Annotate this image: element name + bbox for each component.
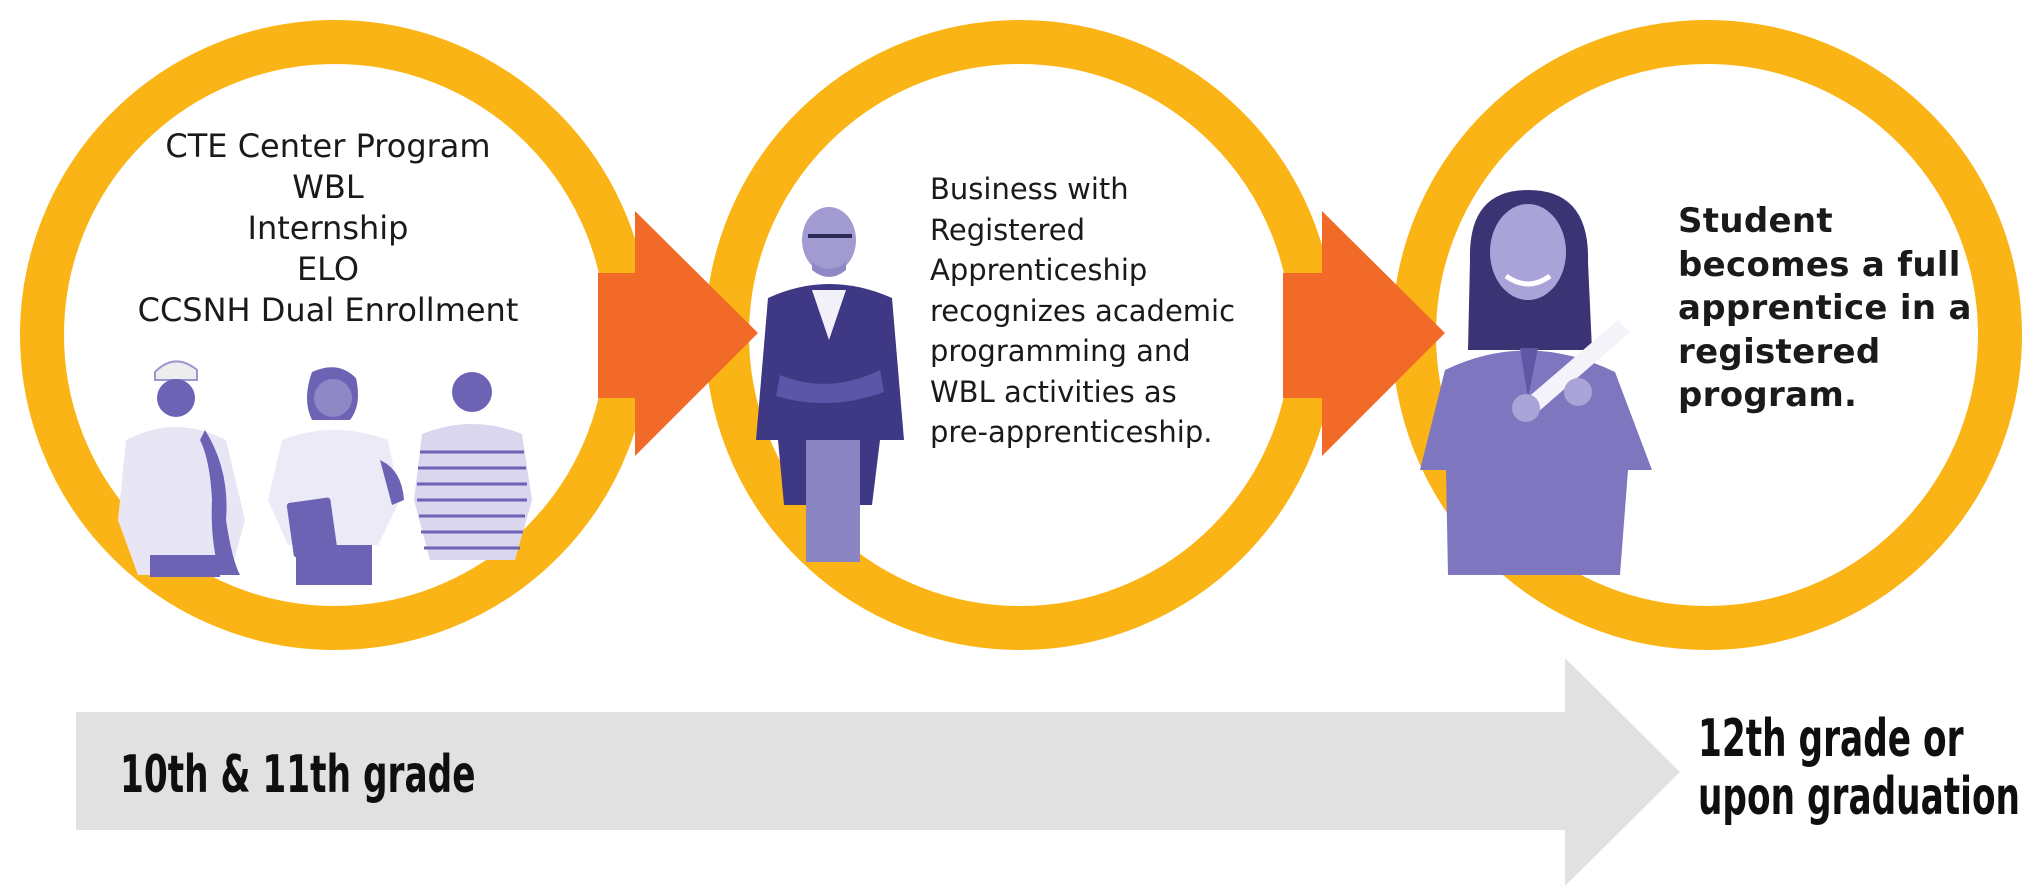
worker-figure [118, 360, 245, 577]
timeline-arrow [76, 658, 1680, 886]
stage-2-line: Apprenticeship [930, 253, 1148, 287]
stage-2-line: programming and [930, 334, 1191, 368]
stage-3-text: Student becomes a full apprentice in a r… [1678, 200, 2008, 418]
stage-2-text: Business with Registered Apprenticeship … [930, 169, 1270, 453]
stage-2-line: Business with [930, 172, 1129, 206]
stage-3-line: registered [1678, 331, 1881, 372]
timeline-start-label: 10th & 11th grade [120, 745, 476, 805]
stage-3-line: apprentice in a [1678, 288, 1972, 328]
businessman-photo [756, 207, 904, 562]
three-students-photo [118, 360, 532, 585]
timeline-end-line: 12th grade or [1698, 709, 1964, 769]
arrow-stage-1-to-2 [598, 211, 758, 456]
girl-figure [268, 367, 404, 585]
stage-1-line: CCSNH Dual Enrollment [137, 291, 519, 329]
stage-3-line: Student [1678, 201, 1833, 241]
stage-2-line: recognizes academic [930, 293, 1236, 328]
stage-1-line: Internship [247, 209, 409, 247]
stage-2-line: pre-apprenticeship. [930, 415, 1213, 449]
stage-3-line: program. [1678, 375, 1858, 415]
stage-1-text: CTE Center Program WBL Internship ELO CC… [128, 126, 528, 331]
apprentice-photo [1420, 190, 1652, 575]
stage-3-line: becomes a full [1678, 244, 1961, 285]
stage-2-line: WBL activities as [930, 374, 1177, 409]
timeline-end-line: upon graduation [1698, 767, 2020, 827]
timeline-end-label: 12th grade or upon graduation [1698, 710, 2020, 826]
boy-figure [414, 372, 532, 560]
stage-2-line: Registered [930, 212, 1086, 247]
stage-1-line: WBL [292, 168, 364, 206]
arrow-stage-2-to-3 [1283, 211, 1445, 456]
stage-1-line: CTE Center Program [165, 127, 491, 165]
stage-1-line: ELO [296, 250, 360, 288]
